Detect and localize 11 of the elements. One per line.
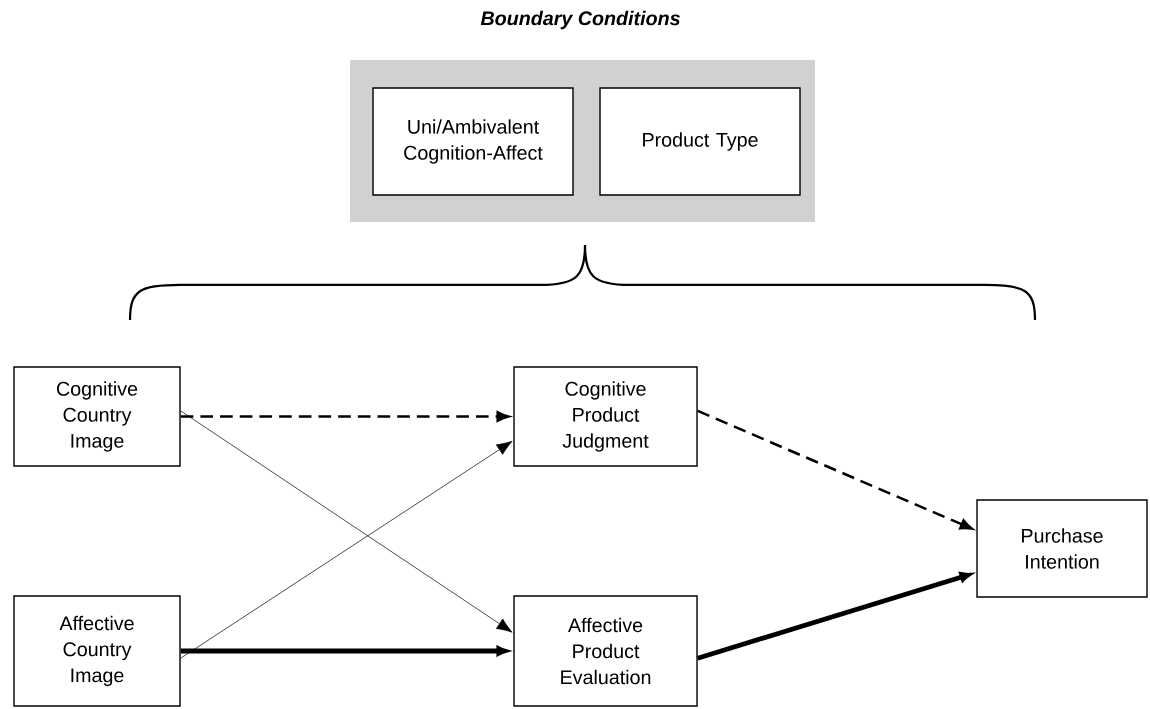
concept-box: Cognitive Country Image [13, 366, 181, 467]
concept-box: Affective Product Evaluation [513, 595, 698, 707]
concept-box: Affective Country Image [13, 595, 181, 707]
concept-box: Uni/Ambivalent Cognition-Affect [372, 87, 574, 196]
concept-box: Product Type [599, 87, 801, 196]
concept-box: Cognitive Product Judgment [513, 366, 698, 467]
panel-heading: Boundary Conditions [480, 10, 680, 30]
concept-box: Purchase Intention [976, 499, 1148, 598]
arrow [697, 409, 973, 530]
arrow [180, 440, 513, 659]
arrow [180, 410, 513, 633]
